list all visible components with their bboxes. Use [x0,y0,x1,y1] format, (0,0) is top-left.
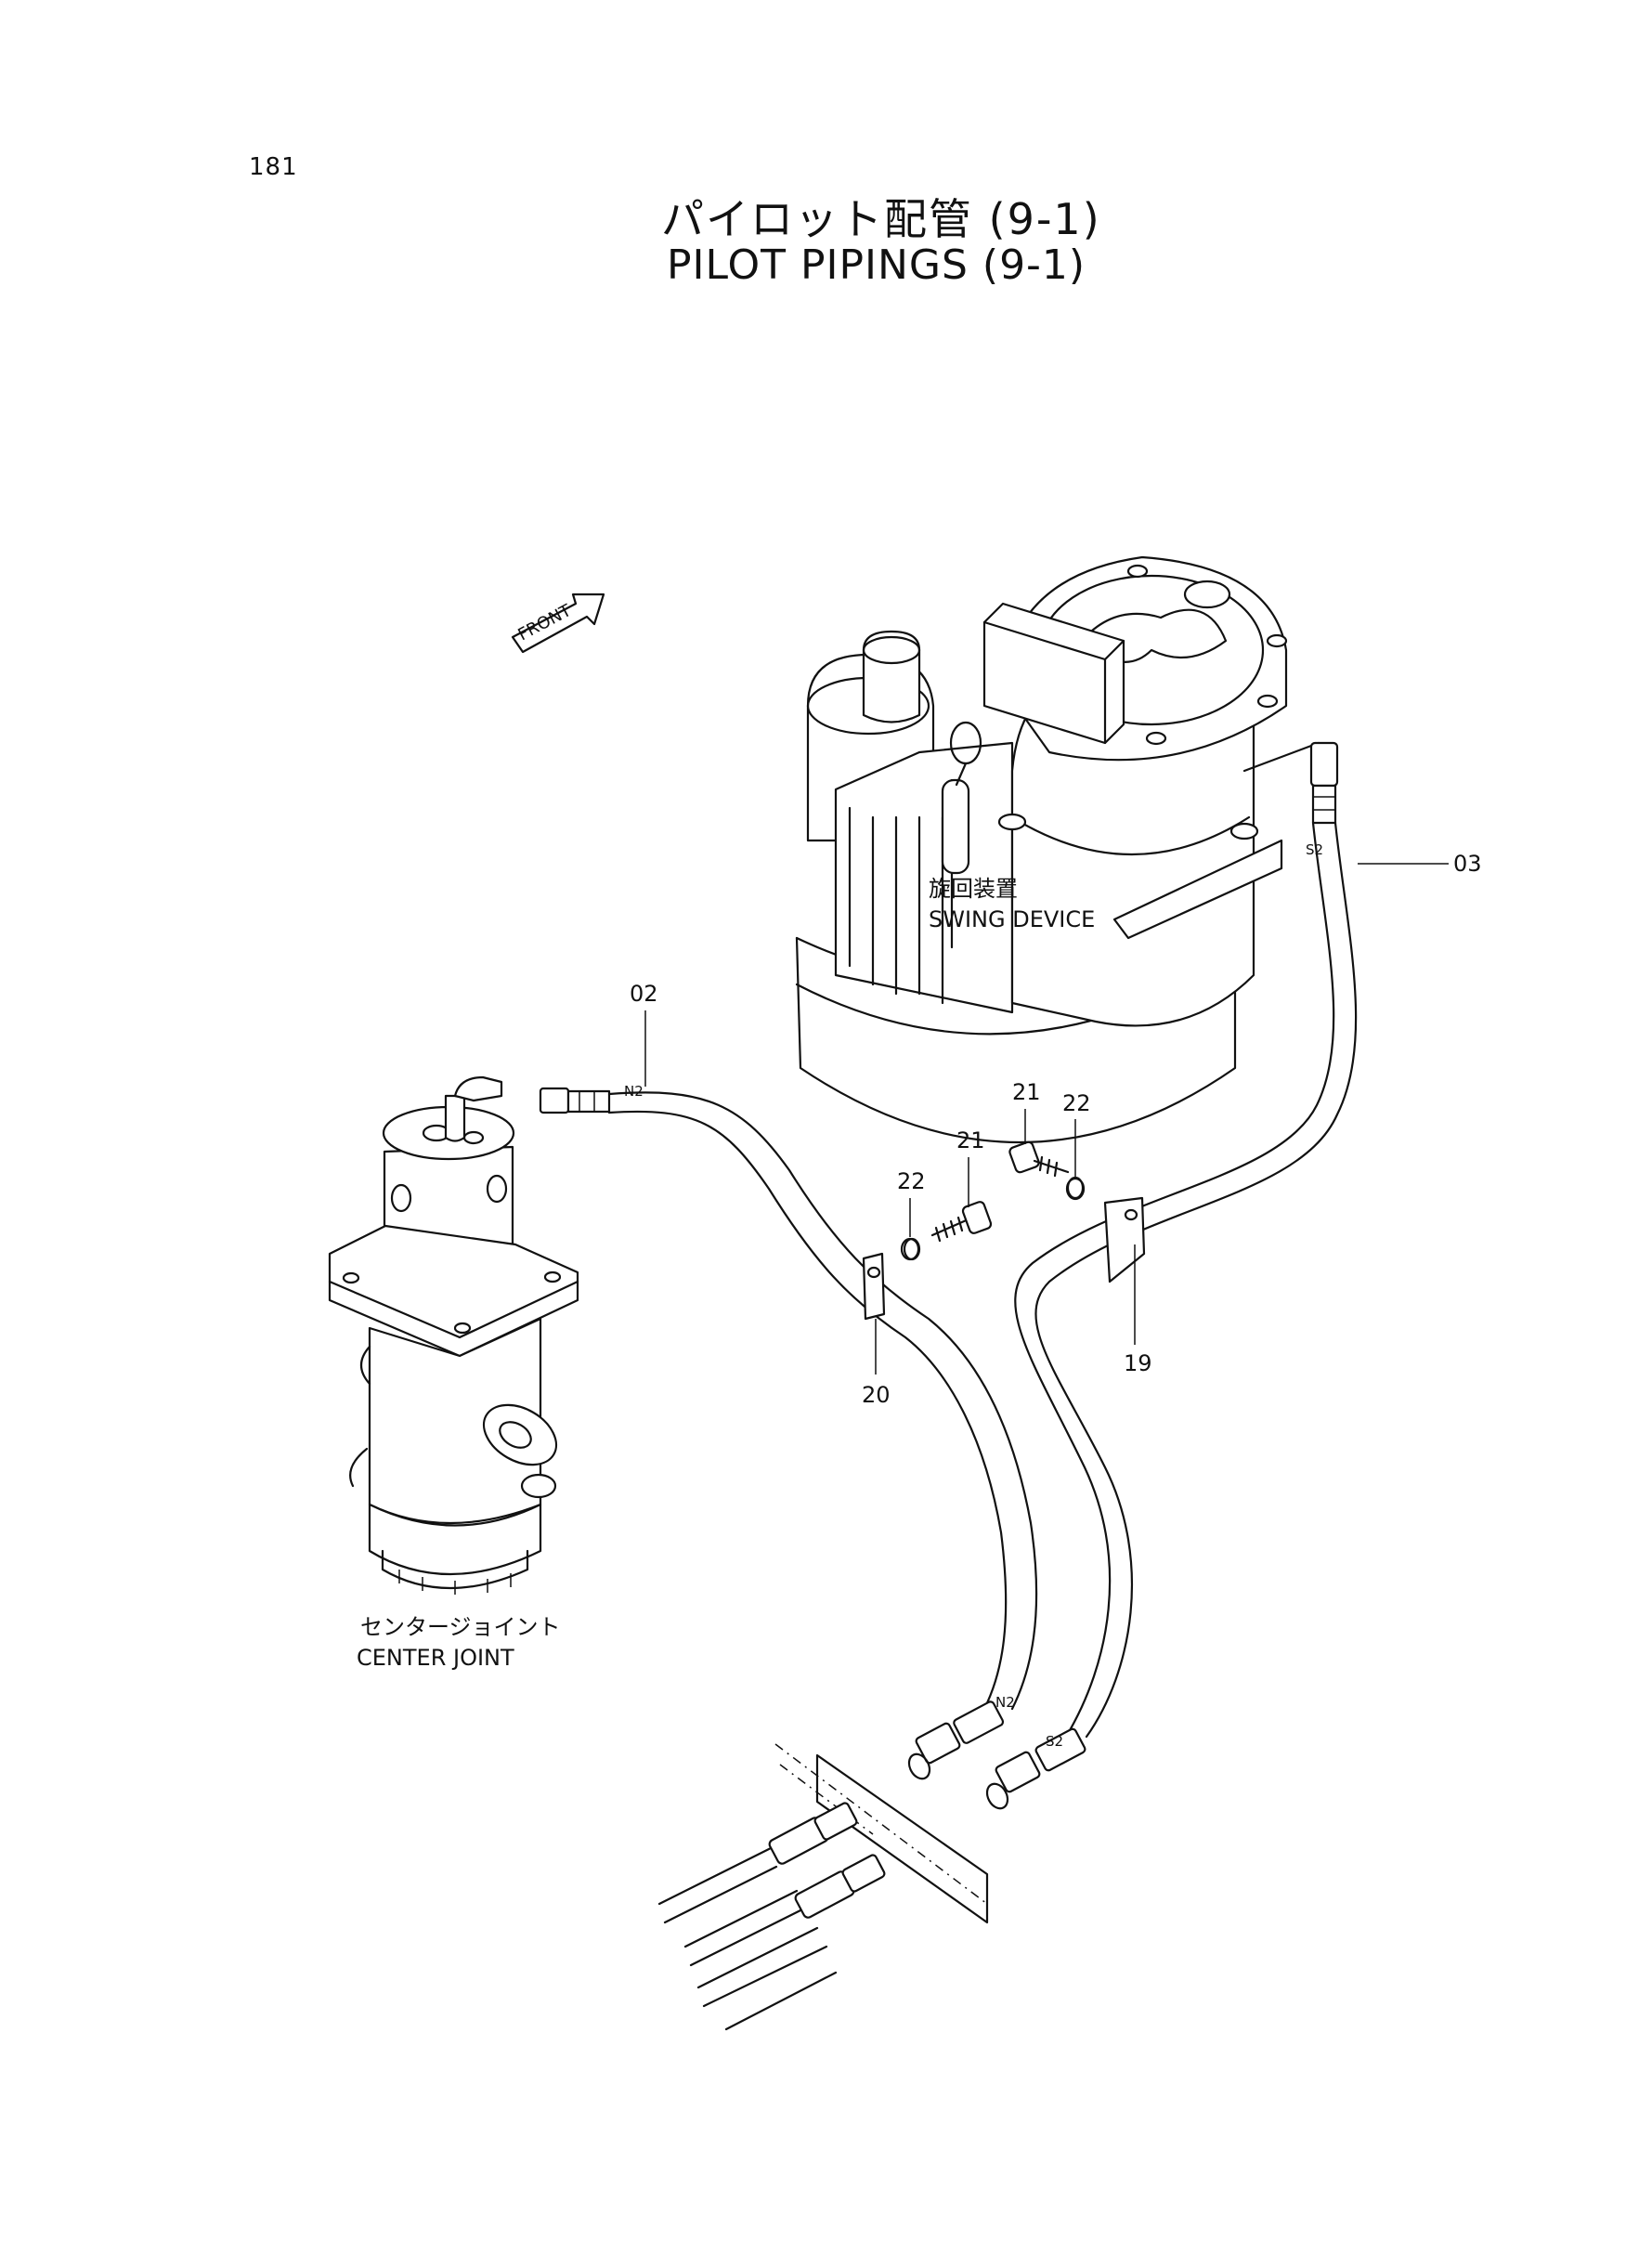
callout-22-left: 22 [897,1168,926,1194]
washer-22-left [903,1237,921,1261]
callout-20: 20 [862,1382,891,1408]
hose-02-n2 [607,1091,1038,1780]
callout-leaders [644,863,1449,1375]
callout-21-left: 21 [956,1127,985,1153]
callout-03: 03 [1453,851,1482,877]
hose-02-port-label-top: N2 [624,1083,644,1100]
center-joint-label-en: CENTER JOINT [357,1645,514,1671]
bolt-21-left [930,1201,993,1243]
clamp-20 [862,1237,920,1321]
callout-02: 02 [630,981,658,1007]
washer-22-right [1066,1176,1085,1200]
hose-03-port-label-top: S2 [1306,841,1323,858]
callout-22-right: 22 [1062,1090,1091,1116]
lower-pipes [657,1802,886,2031]
swing-device-label-en: SWING DEVICE [929,906,1095,932]
callout-21-right: 21 [1012,1079,1041,1105]
hose-03-s2 [985,821,1358,1810]
page-number: 181 [249,153,298,181]
page-title-japanese: パイロット配管 (9-1) [661,194,1101,244]
page-title-english: PILOT PIPINGS (9-1) [667,241,1086,289]
bolt-21-right [1008,1140,1070,1178]
hose-03-port-label-bottom: S2 [1046,1733,1063,1750]
clamp-19 [1065,1177,1146,1283]
callout-19: 19 [1124,1350,1152,1376]
swing-device-drawing [795,555,1339,1144]
swing-device-label-jp: 旋回装置 [929,876,1018,902]
center-joint-label-jp: センタージョイント [360,1614,561,1640]
center-joint-drawing [328,1075,611,1595]
front-direction-arrow: FRONT [511,593,605,654]
hose-02-port-label-bottom: N2 [995,1694,1015,1711]
